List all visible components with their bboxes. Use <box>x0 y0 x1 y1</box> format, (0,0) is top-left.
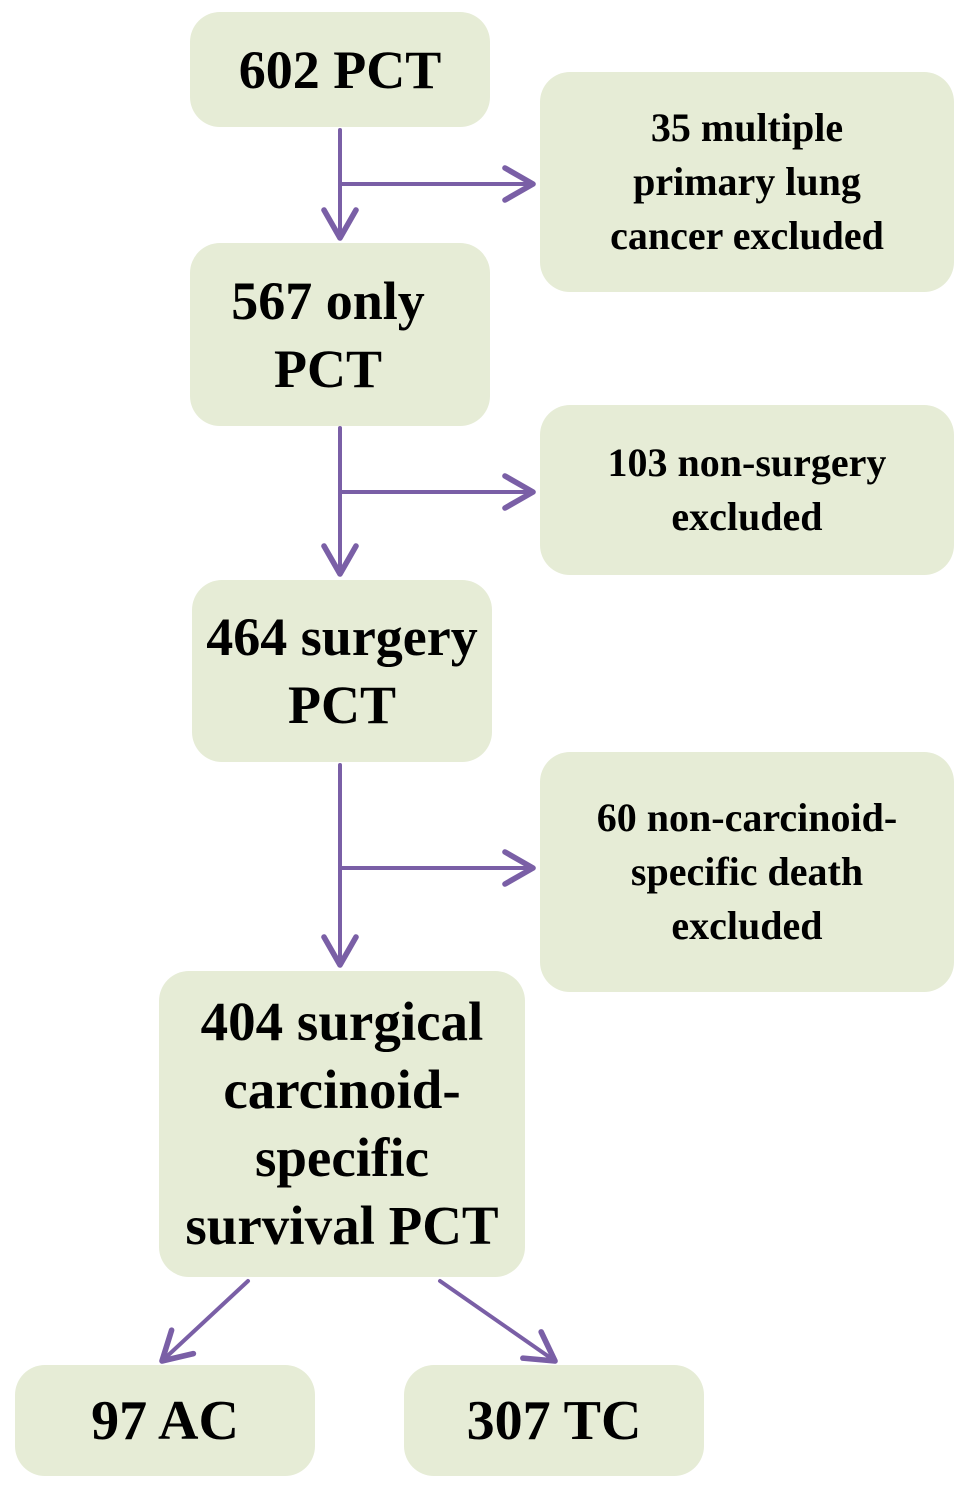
node-567-only-pct: 567 only PCT <box>190 243 490 426</box>
exclusion-text: excluded <box>671 494 823 539</box>
node-text: 97 AC <box>91 1389 239 1452</box>
node-text: 307 TC <box>466 1389 642 1452</box>
exclusion-text: 103 non-surgery <box>607 440 887 485</box>
node-464-surgery-pct: 464 surgery PCT <box>192 580 492 762</box>
node-text: carcinoid- <box>223 1059 461 1120</box>
exclusion-text: 35 multiple <box>650 105 844 150</box>
exclusion-text: primary lung <box>633 159 861 204</box>
exclusion-text: cancer excluded <box>610 213 884 258</box>
node-text: 567 only <box>231 270 425 331</box>
node-text: specific <box>254 1127 430 1188</box>
arrow-404-to-97-ac <box>159 1279 250 1364</box>
node-text: survival PCT <box>185 1195 499 1256</box>
node-97-ac: 97 AC <box>15 1365 315 1476</box>
exclusion-text: 60 non-carcinoid- <box>596 795 898 840</box>
node-text: 602 PCT <box>238 39 442 100</box>
exclusion-35-multiple-primary: 35 multiple primary lung cancer excluded <box>540 72 954 292</box>
node-404-surgical-pct: 404 surgical carcinoid- specific surviva… <box>159 971 525 1277</box>
node-text: PCT <box>287 675 396 735</box>
node-602-pct: 602 PCT <box>190 12 490 127</box>
exclusion-60-non-carcinoid-death: 60 non-carcinoid- specific death exclude… <box>540 752 954 992</box>
node-text: PCT <box>273 338 382 399</box>
arrow-404-to-307-tc <box>438 1279 558 1364</box>
node-text: 404 surgical <box>200 991 484 1052</box>
node-text: 464 surgery <box>206 607 478 667</box>
node-307-tc: 307 TC <box>404 1365 704 1476</box>
exclusion-103-non-surgery: 103 non-surgery excluded <box>540 405 954 575</box>
exclusion-text: specific death <box>630 849 864 894</box>
exclusion-text: excluded <box>671 903 823 948</box>
